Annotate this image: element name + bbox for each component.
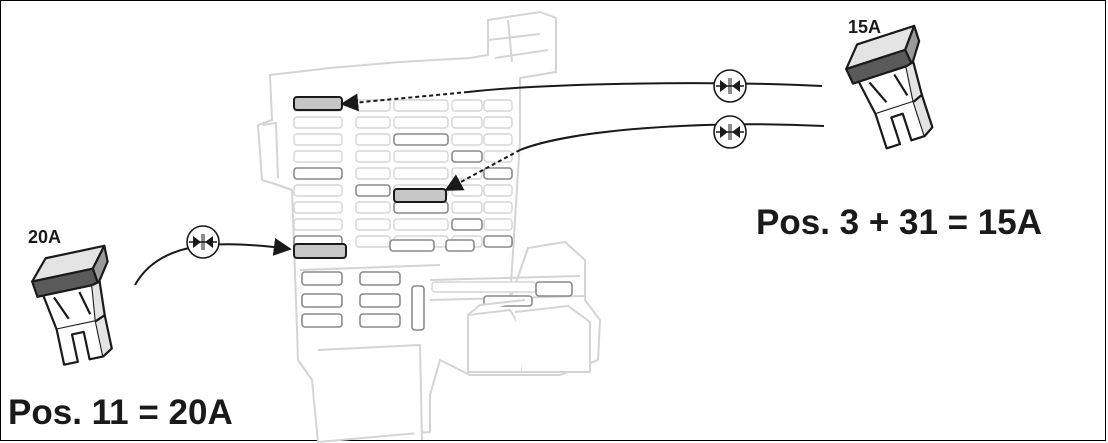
fuse-slot <box>451 116 483 129</box>
fuse-slot <box>411 285 425 331</box>
position-caption-right: Pos. 3 + 31 = 15A <box>756 203 1043 242</box>
fuse-slot <box>483 184 513 197</box>
fuse-slot-pos-31 <box>393 188 447 203</box>
fuse-slot <box>483 116 513 129</box>
fuse-slot <box>293 150 343 163</box>
fuse-slot <box>483 218 513 231</box>
fuse-slot <box>451 99 483 112</box>
fuse-slot <box>451 184 483 197</box>
fuse-slot <box>355 133 391 146</box>
fuse-slot-grid <box>293 99 573 331</box>
fuse-slot <box>483 235 513 248</box>
fuse-slot <box>293 133 343 146</box>
fuse-slot <box>293 218 343 231</box>
fuse-slot <box>359 293 401 308</box>
fuse-rating-label-left: 20A <box>28 227 62 247</box>
fuse-slot <box>355 184 391 197</box>
fuse-slot <box>301 293 343 308</box>
fuse-slot <box>355 167 391 180</box>
fuse-slot <box>451 150 483 163</box>
fuse-slot <box>389 239 435 252</box>
fuse-slot <box>451 167 483 180</box>
fuse-slot <box>301 271 343 286</box>
fuse-slot <box>293 184 343 197</box>
fuse-slot <box>355 150 391 163</box>
fuse-slot <box>393 167 449 180</box>
fuse-slot-pos-11 <box>293 243 347 259</box>
fuse-slot <box>393 218 449 231</box>
fuse-slot <box>451 218 483 231</box>
fuse-slot <box>393 99 449 112</box>
insert-symbol-icon <box>713 115 747 149</box>
fuse-slot <box>431 281 537 293</box>
fuse-slot <box>355 201 391 214</box>
fuse-slot-pos-3 <box>293 96 343 111</box>
blade-fuse-icon <box>31 244 113 366</box>
fuse-slot <box>293 201 343 214</box>
fuse-slot <box>483 133 513 146</box>
fuse-slot <box>393 150 449 163</box>
fuse-rating-label-right: 15A <box>848 17 882 37</box>
fuse-slot <box>535 281 573 297</box>
relay-blocks <box>467 299 591 373</box>
fuse-slot <box>359 313 401 328</box>
fuse-slot <box>483 201 513 214</box>
fuse-slot <box>445 239 475 252</box>
fuse-slot <box>393 201 449 214</box>
fuse-slot <box>451 133 483 146</box>
fuse-slot <box>451 201 483 214</box>
position-caption-left: Pos. 11 = 20A <box>8 393 233 432</box>
fuse-slot <box>483 167 513 180</box>
fuse-slot <box>359 271 401 286</box>
fuse-slot <box>393 133 449 146</box>
fuse-slot <box>393 116 449 129</box>
fuse-slot <box>293 116 343 129</box>
fuse-slot <box>483 99 513 112</box>
insert-symbol-icon <box>713 69 747 103</box>
fuse-slot <box>355 218 391 231</box>
fuse-slot <box>355 116 391 129</box>
fuse-slot <box>355 235 391 248</box>
fuse-slot <box>483 150 513 163</box>
fuse-slot <box>301 313 343 328</box>
insert-symbol-icon <box>186 225 220 259</box>
fuse-slot <box>293 167 343 180</box>
blade-fuse-icon <box>845 24 934 150</box>
